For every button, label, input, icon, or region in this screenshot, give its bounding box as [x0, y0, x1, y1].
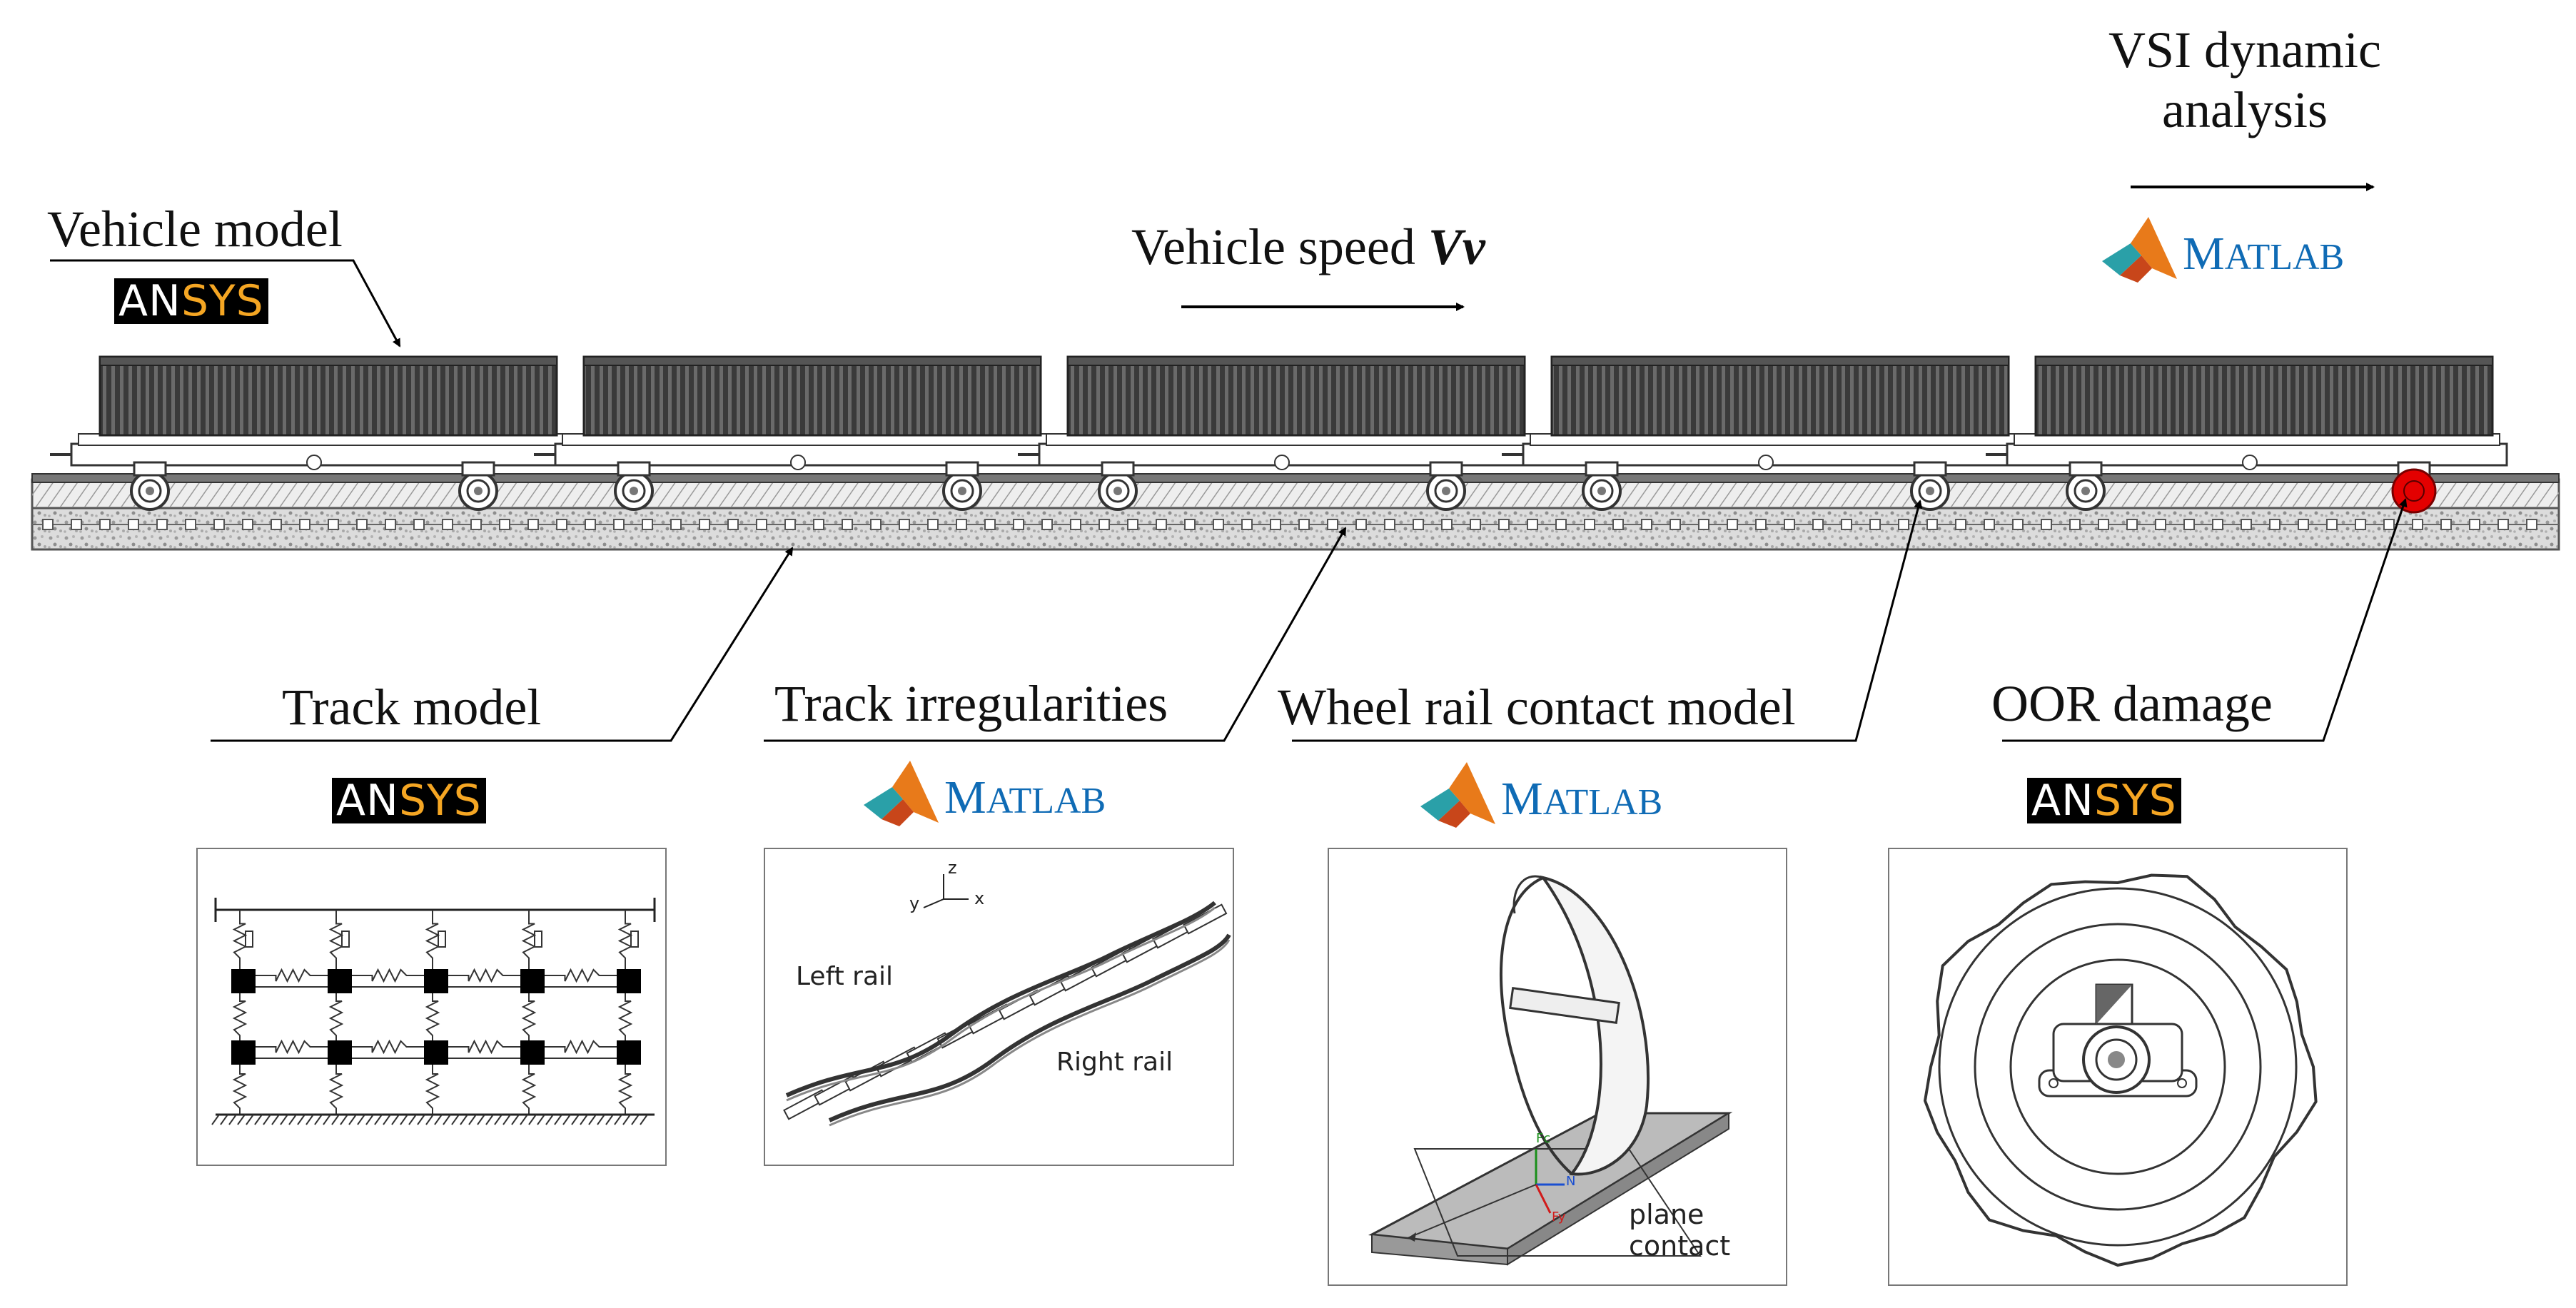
force-fy-label: Fy [1552, 1210, 1566, 1225]
matlab-membrane-icon [864, 761, 939, 826]
matlab-logo: MATLAB [2098, 211, 2384, 290]
vehicle-speed-label: Vehicle speed Vv [1131, 218, 1485, 275]
track-model-label: Track model [282, 679, 542, 736]
vehicle-wagons [50, 355, 2508, 514]
wagon [50, 355, 572, 511]
damaged-wheel [2391, 468, 2437, 514]
wheel-rail-contact-panel: Fc N Fy plane contact [1328, 848, 1787, 1286]
oor-damage-panel [1888, 848, 2348, 1286]
wagon [1502, 355, 2024, 511]
right-rail-label: Right rail [1056, 1048, 1173, 1077]
matlab-logo-contact: MATLAB [1417, 756, 1702, 835]
wagon [1018, 355, 1540, 511]
oor-damage-label: OOR damage [1991, 675, 2273, 732]
wagon [534, 355, 1056, 511]
track-irregularities-panel: z x y Left rail Right rail [764, 848, 1234, 1166]
track-model-panel [196, 848, 667, 1166]
matlab-membrane-icon [1420, 762, 1495, 828]
ansys-logo-oor: ANSYS [2027, 778, 2181, 823]
spring-mass-grid [211, 898, 656, 1125]
vsi-dynamic-label: VSI dynamic analysis [2108, 21, 2381, 138]
irregular-rails-drawing [783, 874, 1231, 1127]
wheel-rail-contact-label: Wheel rail contact model [1278, 679, 1796, 736]
ansys-logo-track: ANSYS [332, 778, 486, 823]
wheel-rail-contact-drawing [1368, 875, 1733, 1266]
left-rail-label: Left rail [796, 962, 894, 991]
polygonal-wheel-drawing [1923, 873, 2318, 1267]
axis-y-label: y [909, 893, 920, 913]
track-irregularities-label: Track irregularities [774, 675, 1168, 732]
matlab-membrane-icon [2102, 217, 2177, 283]
ansys-logo: ANSYS [114, 278, 268, 324]
matlab-logo-irregularities: MATLAB [860, 755, 1146, 833]
plane-contact-label: plane contact [1629, 1199, 1731, 1262]
axis-x-label: x [974, 888, 985, 908]
force-n-label: N [1566, 1174, 1576, 1189]
force-fc-label: Fc [1536, 1131, 1551, 1146]
axis-z-label: z [948, 858, 957, 878]
track-structure [31, 473, 2560, 551]
wagon [1986, 355, 2508, 511]
vehicle-model-label: Vehicle model [47, 201, 343, 258]
